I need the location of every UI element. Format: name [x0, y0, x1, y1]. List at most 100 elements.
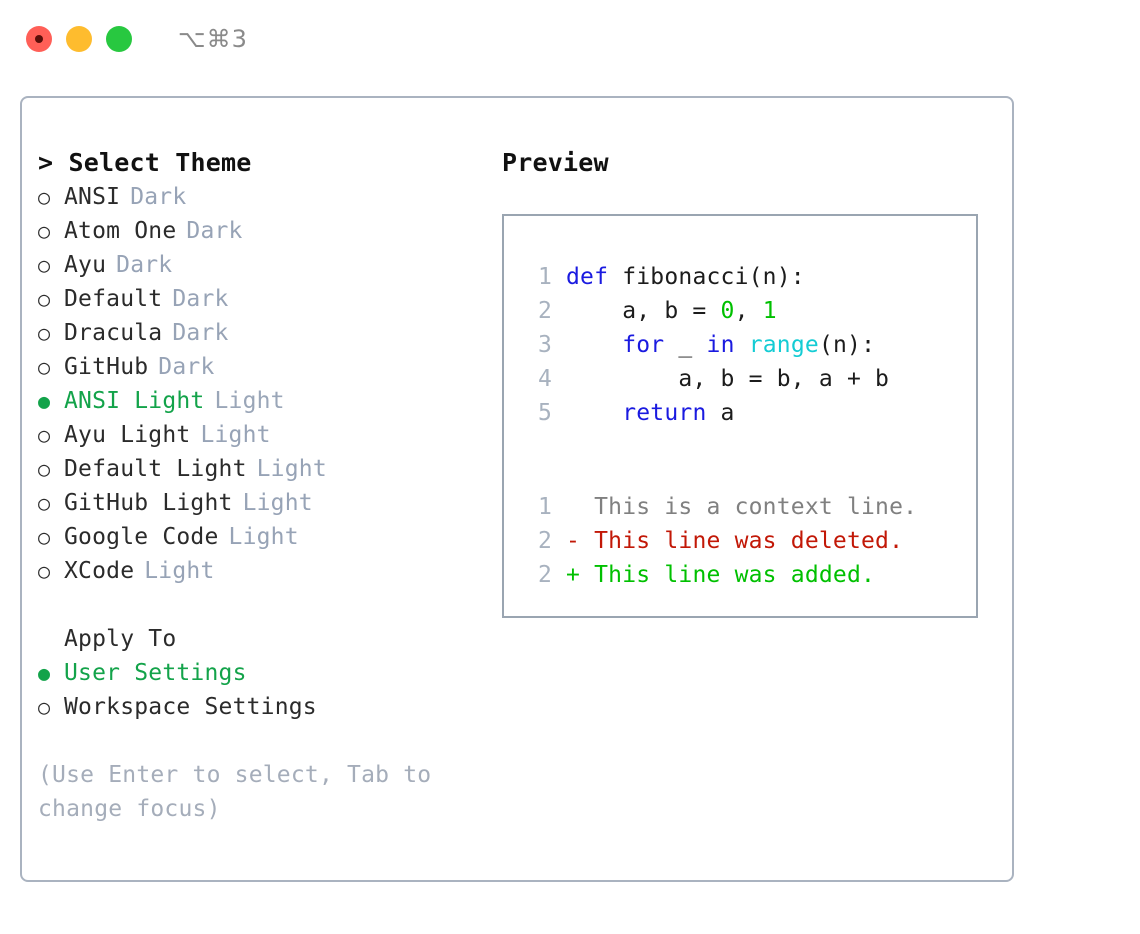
code-token-pl [735, 332, 749, 358]
code-token-kw: for [622, 332, 665, 358]
theme-option-label: ANSI [64, 184, 121, 210]
code-token-num: 1 [762, 298, 777, 324]
theme-option-variant: Dark [116, 252, 173, 278]
pane-spacer [38, 588, 478, 622]
diff-line-number: 1 [537, 494, 552, 520]
theme-option-default-light[interactable]: ○ Default Light Light [38, 452, 478, 486]
code-line-content: a, b = b, a + b [566, 362, 889, 396]
diff-line-number: 2 [537, 528, 552, 554]
diff-line: 2+ This line was added. [522, 558, 976, 592]
code-line: 3 for _ in range(n): [522, 328, 976, 362]
apply-to-list[interactable]: ● User Settings ○ Workspace Settings [38, 656, 478, 724]
keyboard-shortcut-label: ⌥⌘3 [178, 25, 248, 53]
code-line: 4 a, b = b, a + b [522, 362, 976, 396]
theme-option-label: Ayu Light [64, 422, 191, 448]
radio-selected-icon: ● [38, 389, 51, 413]
diff-marker [566, 490, 594, 524]
theme-option-label: ANSI Light [64, 388, 205, 414]
diff-line-content: This is a context line. [594, 494, 918, 520]
radio-selected-icon: ● [38, 661, 51, 685]
theme-option-variant: Light [200, 422, 271, 448]
theme-option-variant: Dark [172, 286, 229, 312]
code-line: 2 a, b = 0, 1 [522, 294, 976, 328]
code-diff-separator [522, 430, 976, 490]
code-token-num: 0 [720, 298, 735, 324]
apply-to-option-label: User Settings [64, 660, 247, 686]
diff-line-content: This line was deleted. [594, 528, 904, 554]
theme-option-variant: Light [242, 490, 313, 516]
radio-unselected-icon: ○ [38, 695, 51, 719]
theme-option-label: GitHub [64, 354, 149, 380]
theme-option-variant: Dark [158, 354, 215, 380]
zoom-button[interactable] [106, 26, 132, 52]
theme-option-ayu[interactable]: ○ Ayu Dark [38, 248, 478, 282]
code-token-pl: fibonacci(n): [608, 264, 805, 290]
theme-option-label: Google Code [64, 524, 219, 550]
theme-option-label: Default Light [64, 456, 247, 482]
apply-to-option-user-settings[interactable]: ● User Settings [38, 656, 478, 690]
code-line-number: 3 [537, 332, 552, 358]
preview-title: Preview [502, 148, 609, 177]
theme-option-ansi-light[interactable]: ● ANSI Light Light [38, 384, 478, 418]
keyboard-hint-text: (Use Enter to select, Tab to change focu… [38, 762, 446, 822]
radio-unselected-icon: ○ [38, 491, 51, 515]
radio-unselected-icon: ○ [38, 355, 51, 379]
radio-unselected-icon: ○ [38, 525, 51, 549]
theme-option-label: Ayu [64, 252, 107, 278]
apply-to-option-label: Workspace Settings [64, 694, 317, 720]
radio-unselected-icon: ○ [38, 219, 51, 243]
theme-option-label: Dracula [64, 320, 163, 346]
code-line-content: for _ in range(n): [566, 328, 875, 362]
code-token-pl: , [734, 298, 763, 324]
close-button[interactable] [26, 26, 52, 52]
theme-option-github-light[interactable]: ○ GitHub Light Light [38, 486, 478, 520]
radio-unselected-icon: ○ [38, 253, 51, 277]
theme-option-google-code[interactable]: ○ Google Code Light [38, 520, 478, 554]
apply-to-option-workspace-settings[interactable]: ○ Workspace Settings [38, 690, 478, 724]
theme-option-label: Atom One [64, 218, 177, 244]
theme-option-variant: Light [256, 456, 327, 482]
radio-unselected-icon: ○ [38, 287, 51, 311]
theme-option-variant: Dark [130, 184, 187, 210]
code-token-pl: (n): [818, 332, 876, 358]
code-token-fn: range [748, 332, 819, 358]
theme-option-label: GitHub Light [64, 490, 233, 516]
theme-option-variant: Light [144, 558, 215, 584]
minimize-button[interactable] [66, 26, 92, 52]
theme-option-variant: Light [228, 524, 299, 550]
diff-line: 2- This line was deleted. [522, 524, 976, 558]
code-token-pl: a [706, 400, 735, 426]
code-line-number: 1 [537, 264, 552, 290]
diff-marker: - [566, 528, 595, 554]
diff-line-number: 2 [537, 562, 552, 588]
diff-line: 1 This is a context line. [522, 490, 976, 524]
theme-option-variant: Dark [172, 320, 229, 346]
code-line: 1 def fibonacci(n): [522, 260, 976, 294]
theme-option-github[interactable]: ○ GitHub Dark [38, 350, 478, 384]
theme-option-label: XCode [64, 558, 135, 584]
radio-unselected-icon: ○ [38, 457, 51, 481]
code-line-content: def fibonacci(n): [566, 260, 805, 294]
code-token-kw: def [566, 264, 609, 290]
diff-sample: 1 This is a context line.2- This line wa… [522, 490, 976, 592]
code-line-content: return a [566, 396, 735, 430]
code-token-kw: return [622, 400, 707, 426]
diff-line-content: This line was added. [594, 562, 876, 588]
code-token-pl: a, b = b, a + b [566, 366, 890, 392]
code-token-pl [566, 400, 622, 426]
code-line-content: a, b = 0, 1 [566, 294, 777, 328]
theme-option-variant: Light [214, 388, 285, 414]
code-line-number: 4 [537, 366, 552, 392]
